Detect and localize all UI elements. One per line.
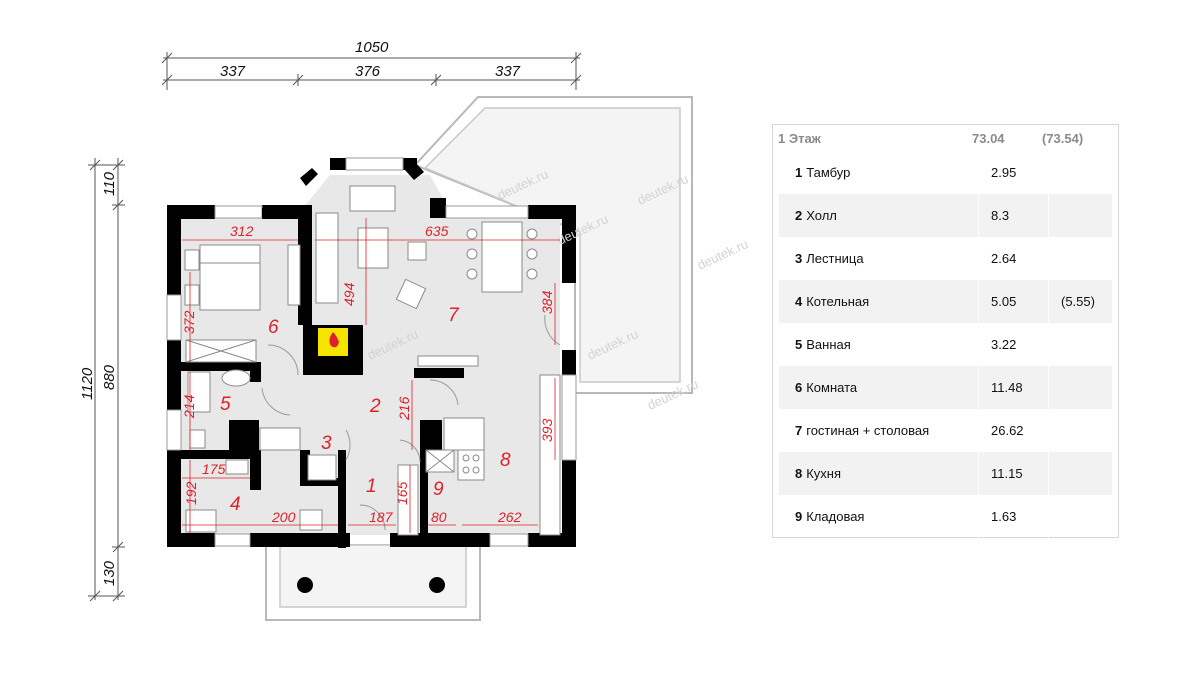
doors bbox=[261, 314, 561, 531]
room-number: 3 bbox=[321, 433, 332, 454]
room-area-alt bbox=[1048, 495, 1112, 538]
floor-area-alt: (73.54) bbox=[1042, 130, 1084, 146]
room-area: 5.05 bbox=[978, 280, 1048, 323]
total-width-label: 1050 bbox=[355, 39, 389, 56]
room-dim: 262 bbox=[497, 509, 522, 525]
total-height-label: 1120 bbox=[79, 367, 96, 400]
room-dim: 216 bbox=[396, 396, 412, 421]
floor-area: 73.04 bbox=[972, 130, 1005, 146]
room-number: 2 bbox=[369, 396, 381, 417]
width-part-label: 376 bbox=[355, 63, 381, 80]
height-top-label: 110 bbox=[101, 171, 118, 196]
room-dim: 372 bbox=[181, 310, 197, 334]
terrace-inner bbox=[423, 107, 681, 383]
room-number: 7 bbox=[448, 305, 460, 326]
room-dim: 384 bbox=[539, 290, 555, 314]
room-dim: 80 bbox=[431, 509, 447, 525]
room-number: 9 bbox=[433, 479, 444, 500]
room-number: 1 bbox=[366, 476, 377, 497]
room-name: гостиная + столовая bbox=[806, 423, 930, 438]
room-area: 26.62 bbox=[978, 409, 1048, 452]
room-area: 11.15 bbox=[978, 452, 1048, 495]
room-area-alt: (5.55) bbox=[1048, 280, 1112, 323]
room-area-alt bbox=[1048, 237, 1112, 280]
room-number: 8 bbox=[500, 450, 511, 471]
interior-dim-lines bbox=[182, 218, 560, 533]
porch-column bbox=[297, 577, 313, 593]
room-num: 7 bbox=[795, 423, 803, 438]
room-area-alt bbox=[1048, 323, 1112, 366]
room-num: 6 bbox=[795, 380, 803, 395]
room-dim: 165 bbox=[394, 481, 410, 505]
room-num: 9 bbox=[795, 509, 803, 524]
room-num: 4 bbox=[795, 294, 803, 309]
windows bbox=[166, 157, 577, 547]
room-dim: 494 bbox=[341, 282, 357, 306]
room-area: 8.3 bbox=[978, 194, 1048, 237]
room-area: 1.63 bbox=[978, 495, 1048, 538]
height-bottom-label: 130 bbox=[101, 560, 118, 586]
room-name: Кухня bbox=[806, 466, 842, 481]
room-dim: 393 bbox=[539, 418, 555, 442]
room-dim: 192 bbox=[183, 481, 199, 505]
room-name: Лестница bbox=[806, 251, 864, 266]
room-name: Ванная bbox=[806, 337, 851, 352]
room-area: 2.64 bbox=[978, 237, 1048, 280]
room-dim: 200 bbox=[271, 509, 296, 525]
room-area-alt bbox=[1048, 151, 1112, 194]
left-dimensions bbox=[88, 158, 125, 602]
porch-column bbox=[429, 577, 445, 593]
room-number: 6 bbox=[268, 317, 279, 338]
room-dim: 635 bbox=[425, 223, 449, 239]
width-part-label: 337 bbox=[495, 63, 521, 80]
room-name: Кладовая bbox=[806, 509, 865, 524]
room-area: 11.48 bbox=[978, 366, 1048, 409]
porch-inner bbox=[279, 544, 467, 608]
room-num: 5 bbox=[795, 337, 803, 352]
floor-label: 1 Этаж bbox=[778, 130, 821, 146]
room-area: 3.22 bbox=[978, 323, 1048, 366]
room-num: 3 bbox=[795, 251, 803, 266]
room-dim: 187 bbox=[369, 509, 394, 525]
room-dim: 214 bbox=[181, 394, 197, 419]
room-number: 4 bbox=[230, 494, 241, 515]
svg-text:deutek.ru: deutek.ru bbox=[695, 236, 750, 273]
room-name: Тамбур bbox=[806, 165, 851, 180]
table-header: 1 Этаж 73.04 (73.54) bbox=[773, 125, 1118, 151]
height-main-label: 880 bbox=[101, 364, 118, 390]
floor-plan: deutek.ru deutek.ru deutek.ru deutek.ru … bbox=[79, 39, 750, 621]
room-area-alt bbox=[1048, 409, 1112, 452]
room-name: Комната bbox=[806, 380, 858, 395]
top-dimensions bbox=[161, 52, 582, 90]
room-dim: 175 bbox=[202, 461, 226, 477]
room-num: 8 bbox=[795, 466, 803, 481]
room-num: 1 bbox=[795, 165, 803, 180]
room-num: 2 bbox=[795, 208, 803, 223]
room-area-alt bbox=[1048, 366, 1112, 409]
flame-icon bbox=[329, 332, 339, 348]
room-number: 5 bbox=[220, 394, 231, 415]
room-name: Холл bbox=[806, 208, 837, 223]
width-part-label: 337 bbox=[220, 63, 246, 80]
outer-walls bbox=[167, 158, 576, 547]
room-dim: 312 bbox=[230, 223, 254, 239]
room-name: Котельная bbox=[806, 294, 870, 309]
room-area-alt bbox=[1048, 452, 1112, 495]
room-area: 2.95 bbox=[978, 151, 1048, 194]
furniture bbox=[184, 185, 561, 536]
room-area-alt bbox=[1048, 194, 1112, 237]
